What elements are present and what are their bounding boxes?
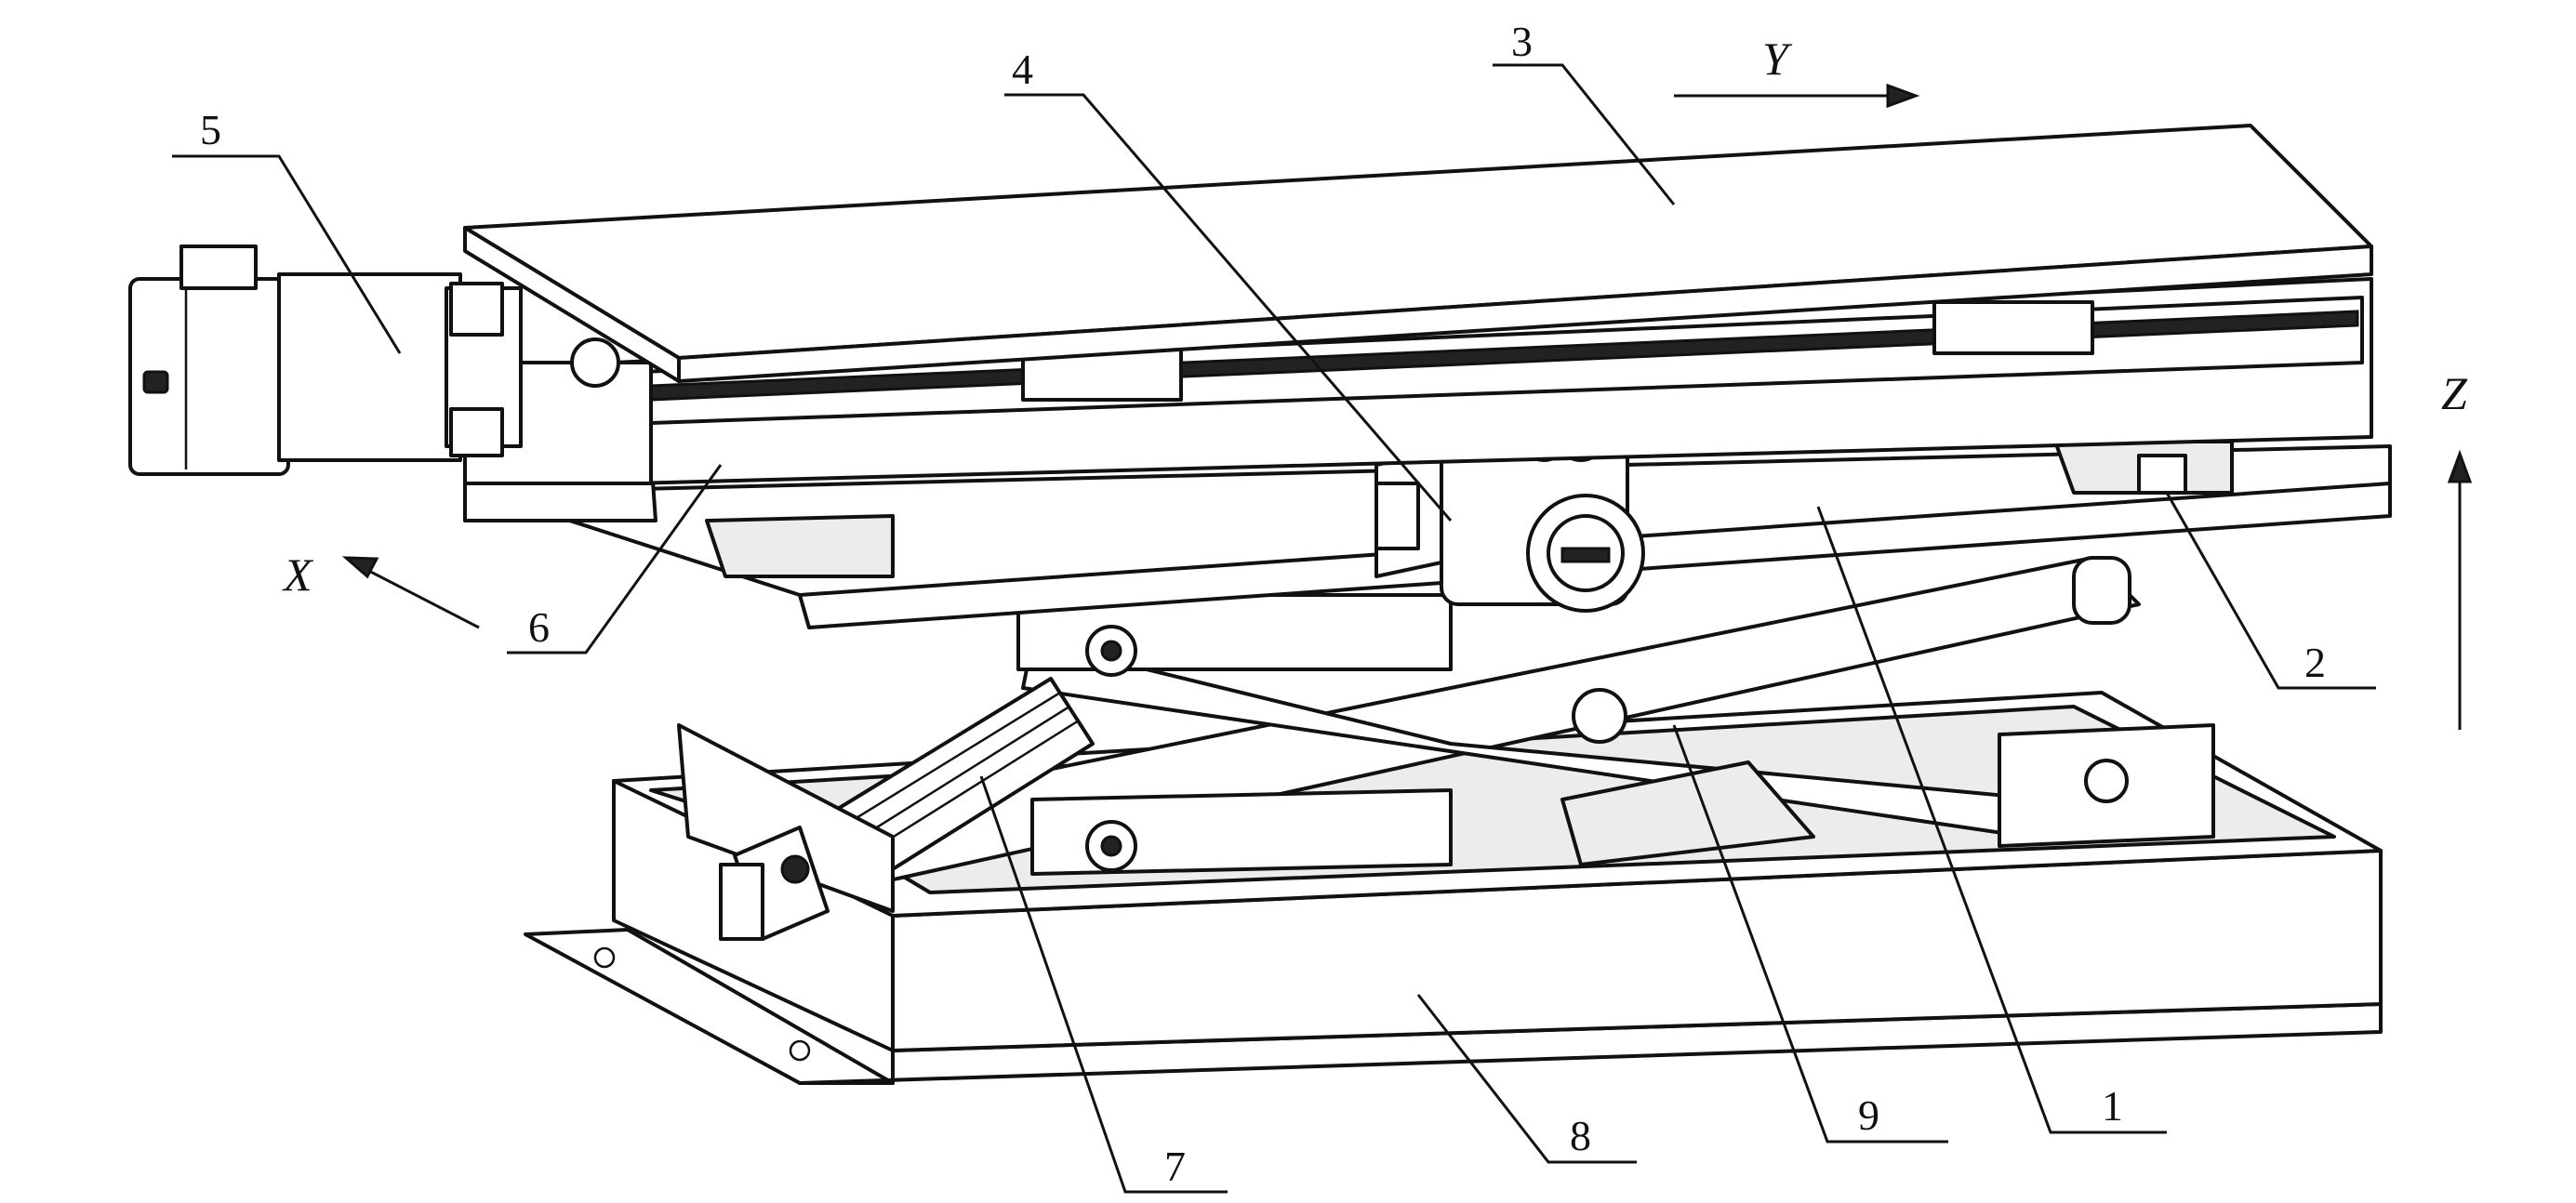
leader-8	[1416, 994, 1637, 1164]
z-arrowhead	[2447, 449, 2473, 483]
leader-4	[1004, 93, 1453, 522]
callout-4: 4	[1012, 46, 1033, 93]
leader-2	[2165, 492, 2376, 690]
leader-3	[1493, 63, 1676, 205]
x-axis-label: X	[282, 549, 314, 601]
z-axis-label: Z	[2441, 367, 2468, 419]
scissor-lower-bracket	[1030, 788, 1453, 876]
scissor-pivot	[1572, 688, 1627, 744]
leader-5	[172, 154, 402, 354]
y-axis-motor	[128, 245, 523, 476]
callout-3: 3	[1511, 18, 1533, 65]
leader-lines	[172, 63, 2376, 1194]
x-arrowhead	[341, 556, 379, 579]
callout-5: 5	[200, 106, 221, 153]
leader-7	[979, 775, 1228, 1194]
carriage-slider-2	[2137, 454, 2187, 495]
callout-2: 2	[2304, 639, 2326, 686]
x-axis-arrow	[357, 563, 480, 629]
axis-arrows	[341, 83, 2473, 730]
y-axis-label: Y	[1762, 33, 1793, 85]
callout-1: 1	[2102, 1082, 2123, 1130]
leader-1	[1816, 506, 2167, 1134]
scissor-mechanism	[807, 556, 2215, 890]
y-guide-rail	[463, 277, 2373, 522]
leader-6	[507, 464, 723, 654]
top-worktable	[463, 124, 2373, 383]
x-axis-motor	[1374, 412, 1645, 613]
leader-9	[1672, 724, 1948, 1144]
callout-8: 8	[1570, 1112, 1591, 1159]
callout-6: 6	[528, 603, 550, 651]
callout-7: 7	[1164, 1143, 1186, 1190]
callout-9: 9	[1858, 1091, 1879, 1139]
y-arrowhead	[1886, 83, 1920, 109]
z-actuator	[677, 593, 1453, 941]
